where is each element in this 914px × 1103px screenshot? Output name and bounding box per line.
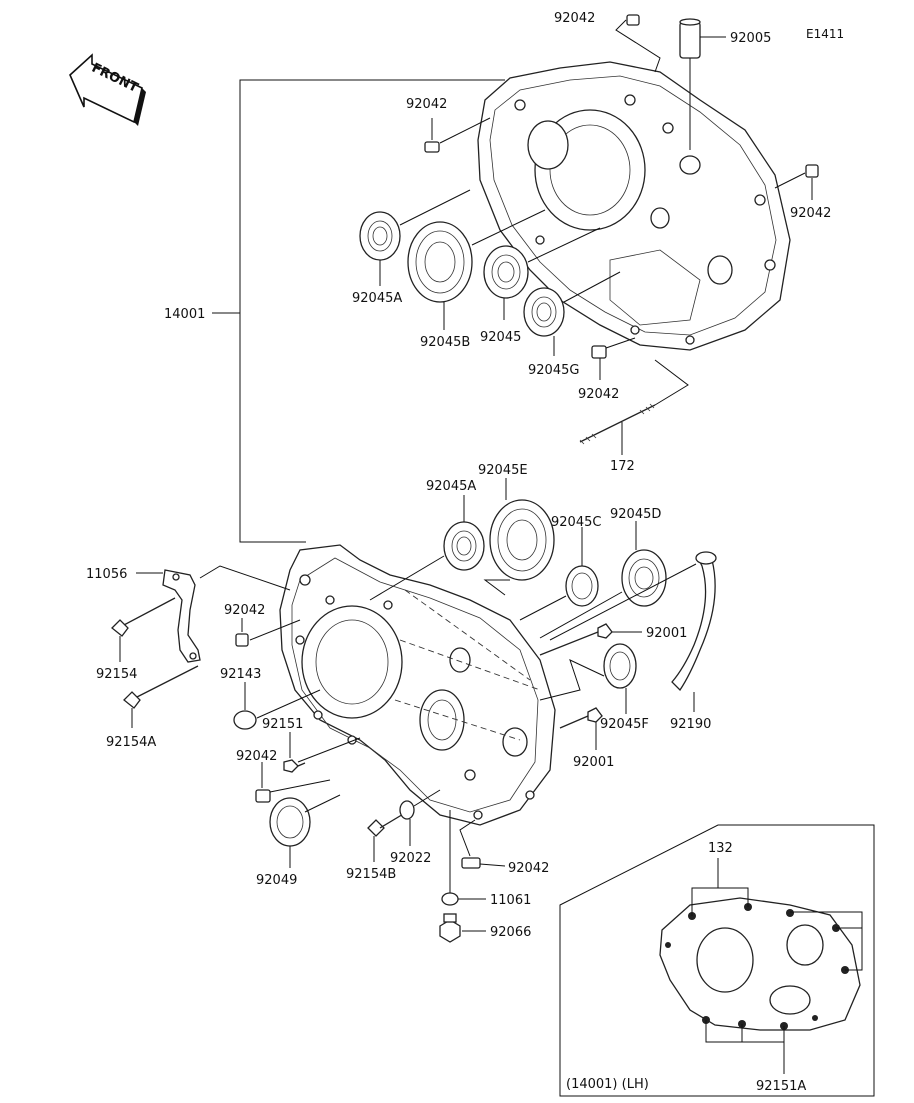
bolt-92154B (367, 809, 411, 862)
bolt-92001-a (539, 623, 642, 656)
dowel-92042-right (774, 164, 819, 200)
label-92049: 92049 (256, 873, 297, 888)
seal-92045F (539, 643, 637, 714)
label-92045C: 92045C (551, 515, 601, 530)
label-92045G: 92045G (528, 363, 579, 378)
bearing-92045D (539, 521, 667, 639)
bolt-92151 (283, 732, 361, 773)
dowel-92042-a (424, 117, 491, 153)
bearing-92045E (483, 478, 555, 596)
bearing-92045B (407, 209, 546, 330)
label-92045: 92045 (480, 330, 521, 345)
label-11061: 11061 (490, 893, 531, 908)
lower-crankcase (279, 544, 556, 826)
label-14001: 14001 (164, 307, 205, 322)
stud-172 (579, 359, 689, 455)
plug-92066 (439, 913, 486, 943)
bracket-11056 (136, 565, 291, 663)
label-92005: 92005 (730, 31, 771, 46)
label-92045D: 92045D (610, 507, 661, 522)
front-arrow-icon: FRONT (69, 53, 146, 126)
inset-panel (559, 824, 875, 1097)
label-172: 172 (610, 459, 635, 474)
label-92045F: 92045F (600, 717, 649, 732)
diagram-code: E1411 (806, 27, 844, 41)
label-92143: 92143 (220, 667, 261, 682)
label-92001-a: 92001 (646, 626, 687, 641)
dowel-92042-top (615, 14, 661, 73)
bearing-92045 (483, 227, 601, 320)
label-92042-left: 92042 (224, 603, 265, 618)
label-92042-a: 92042 (406, 97, 447, 112)
collar-92143 (233, 682, 321, 730)
label-92001-b: 92001 (573, 755, 614, 770)
label-132: 132 (708, 841, 733, 856)
label-92042-right: 92042 (790, 206, 831, 221)
part-92005 (679, 18, 726, 150)
label-92022: 92022 (390, 851, 431, 866)
bracket-14001 (212, 79, 505, 543)
label-92045A-mid: 92045A (426, 479, 476, 494)
hose-92190 (549, 551, 717, 712)
bolt-92001-b (559, 707, 603, 750)
bolt-92154A (123, 665, 199, 728)
label-11056: 11056 (86, 567, 127, 582)
dowel-92042-bottom (459, 819, 506, 869)
label-92154: 92154 (96, 667, 137, 682)
upper-crankcase (477, 61, 791, 351)
label-92042-left2: 92042 (236, 749, 277, 764)
seal-92049 (269, 794, 341, 868)
label-92154A: 92154A (106, 735, 156, 750)
label-92045E: 92045E (478, 463, 528, 478)
dowel-92042-left (235, 618, 301, 647)
label-92045A-top: 92045A (352, 291, 402, 306)
inset-caption: (14001) (LH) (566, 1077, 649, 1092)
dowel-92042-left2 (255, 762, 331, 803)
label-92154B: 92154B (346, 867, 396, 882)
bolt-92154 (111, 597, 176, 662)
label-92042-bottom: 92042 (508, 861, 549, 876)
seal-92045C (519, 527, 599, 621)
gasket-11061 (441, 810, 486, 906)
bearing-92045A-top (359, 189, 471, 286)
label-92042-top: 92042 (554, 11, 595, 26)
washer-92022 (399, 789, 441, 846)
bearing-92045A-mid (369, 495, 485, 601)
label-92151: 92151 (262, 717, 303, 732)
label-92190: 92190 (670, 717, 711, 732)
label-92151A: 92151A (756, 1079, 806, 1094)
bearing-92045G (523, 271, 621, 356)
label-92066: 92066 (490, 925, 531, 940)
label-92045B: 92045B (420, 335, 470, 350)
dowel-92042-mid (591, 337, 636, 380)
label-92042-mid: 92042 (578, 387, 619, 402)
